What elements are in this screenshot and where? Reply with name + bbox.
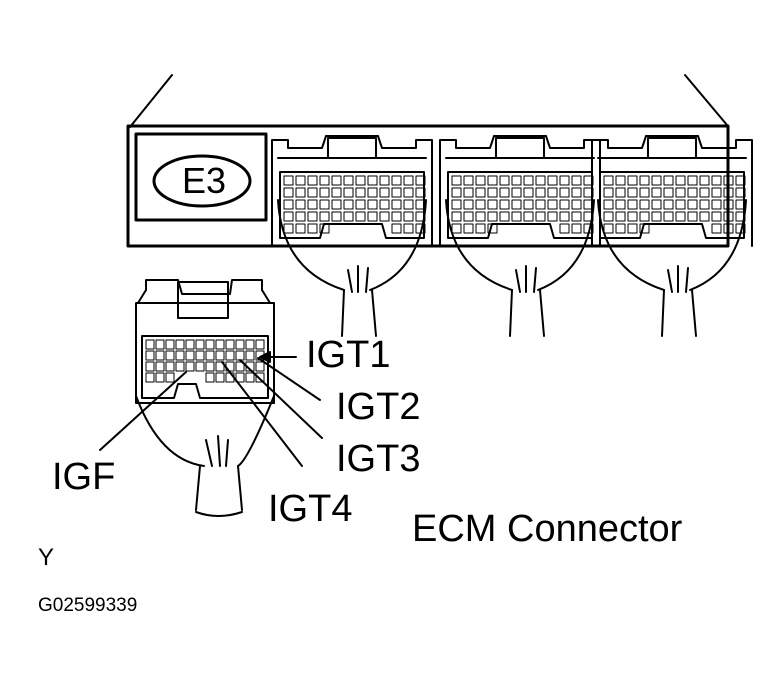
- igf-leader: [99, 371, 187, 451]
- ecm-connector-middle: [439, 135, 601, 337]
- diagram-caption: ECM Connector: [412, 508, 683, 550]
- igt4-label: IGT4: [268, 488, 353, 530]
- figure-code: G02599339: [38, 595, 138, 616]
- igt4-leader: [221, 361, 303, 467]
- corner-mark: Y: [38, 544, 55, 571]
- e3-badge: [134, 132, 268, 222]
- harness-connector: [135, 279, 275, 517]
- ecm-connector-right: [591, 135, 753, 337]
- igt3-leader: [239, 359, 323, 439]
- e3-badge-label: E3: [182, 160, 227, 201]
- leader-lines: [99, 351, 323, 467]
- ecm-connector-left: [271, 135, 433, 337]
- igt1-arrowhead: [259, 351, 271, 363]
- ecm-housing: [126, 74, 730, 248]
- igf-label: IGF: [52, 456, 116, 498]
- igt2-label: IGT2: [336, 386, 421, 428]
- igt1-label: IGT1: [306, 334, 391, 376]
- igt3-label: IGT3: [336, 438, 421, 480]
- igt2-leader: [257, 357, 321, 401]
